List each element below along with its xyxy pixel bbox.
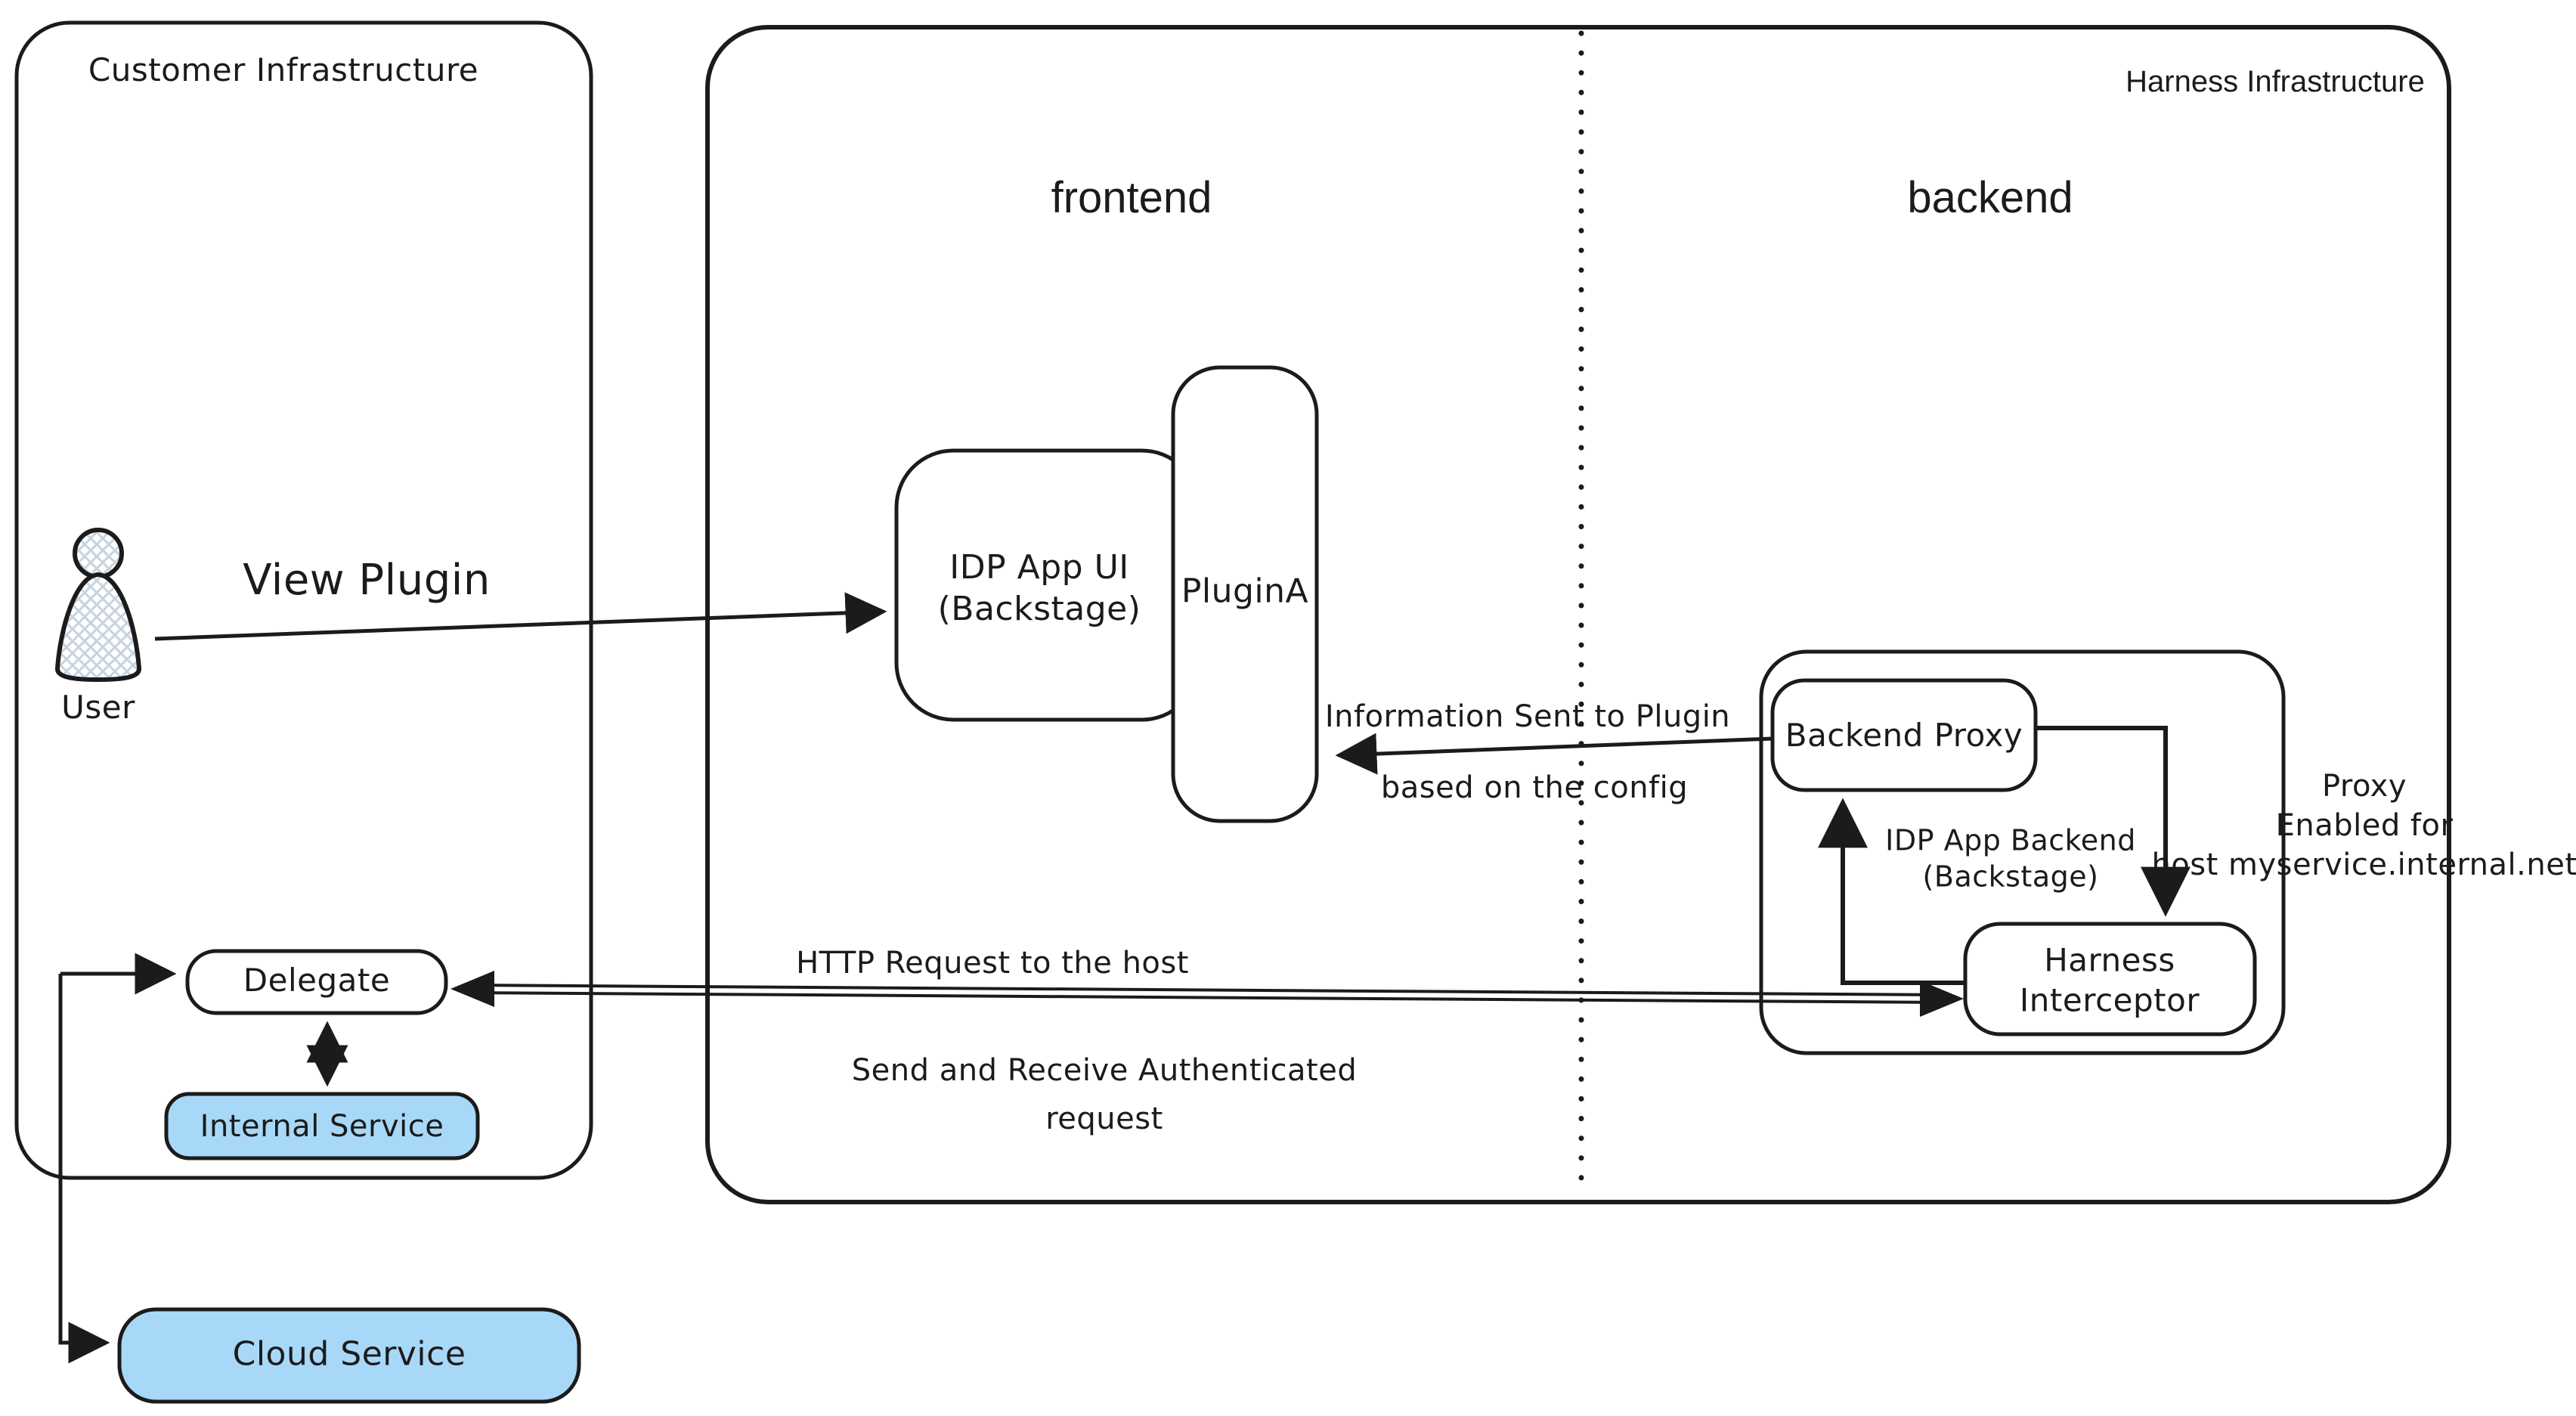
send-receive-label-line2: request	[1045, 1102, 1163, 1136]
harness-interceptor-label-line2: Interceptor	[2019, 981, 2200, 1018]
send-receive-label: Send and Receive Authenticated request	[852, 1046, 1357, 1143]
proxy-enabled-label-line1: Proxy	[2321, 769, 2407, 804]
internal-service-box	[164, 1092, 480, 1160]
idp-app-backend-label-line2: (Backstage)	[1922, 860, 2099, 893]
harness-infrastructure-title: Harness Infrastructure	[2126, 65, 2425, 98]
info-sent-label-line1: Information Sent to Plugin	[1324, 699, 1731, 734]
http-request-label: HTTP Request to the host	[796, 946, 1189, 981]
harness-interceptor-label: Harness Interceptor	[2020, 941, 2200, 1021]
idp-app-backend-label-line1: IDP App Backend	[1885, 823, 2136, 857]
idp-app-backend-label: IDP App Backend (Backstage)	[1885, 823, 2136, 895]
idp-app-ui-label-line2: (Backstage)	[937, 590, 1141, 628]
harness-interceptor-label-line1: Harness	[2044, 941, 2175, 979]
view-plugin-arrow	[154, 592, 887, 641]
proxy-enabled-label: Proxy Enabled for host myservice.interna…	[2151, 767, 2576, 885]
proxy-enabled-label-line3: host myservice.internal.net	[2151, 847, 2576, 882]
user-label: User	[61, 688, 135, 726]
customer-infrastructure-box	[14, 20, 593, 1180]
info-sent-arrow	[1335, 733, 1773, 775]
harness-infrastructure-box	[705, 25, 2451, 1204]
backend-proxy-box	[1770, 678, 2038, 792]
cloud-service-box	[117, 1307, 581, 1404]
view-plugin-label: View Plugin	[243, 556, 491, 605]
plugin-a-label: PluginA	[1181, 572, 1309, 611]
backend-proxy-to-interceptor-arrow	[2036, 726, 2191, 917]
plugin-a-box	[1171, 365, 1319, 823]
internal-service-label: Internal Service	[200, 1109, 444, 1144]
delegate-label: Delegate	[243, 961, 391, 999]
idp-app-ui-label-line1: IDP App UI	[949, 548, 1129, 587]
http-request-arrow	[450, 971, 1964, 1017]
idp-app-ui-label: IDP App UI (Backstage)	[938, 547, 1141, 630]
customer-infrastructure-title: Customer Infrastructure	[88, 51, 479, 88]
send-receive-label-line1: Send and Receive Authenticated	[851, 1053, 1358, 1088]
backend-proxy-label: Backend Proxy	[1785, 716, 2023, 754]
delegate-box	[185, 949, 448, 1015]
user-icon	[55, 528, 141, 683]
proxy-enabled-label-line2: Enabled for	[2275, 808, 2454, 843]
cloud-service-label: Cloud Service	[232, 1334, 466, 1374]
cloud-service-arrow	[58, 974, 110, 1364]
backend-title: backend	[1907, 172, 2073, 222]
info-sent-label-line2: based on the config	[1380, 770, 1689, 805]
harness-interceptor-box	[1963, 922, 2257, 1036]
frontend-title: frontend	[1051, 172, 1212, 222]
